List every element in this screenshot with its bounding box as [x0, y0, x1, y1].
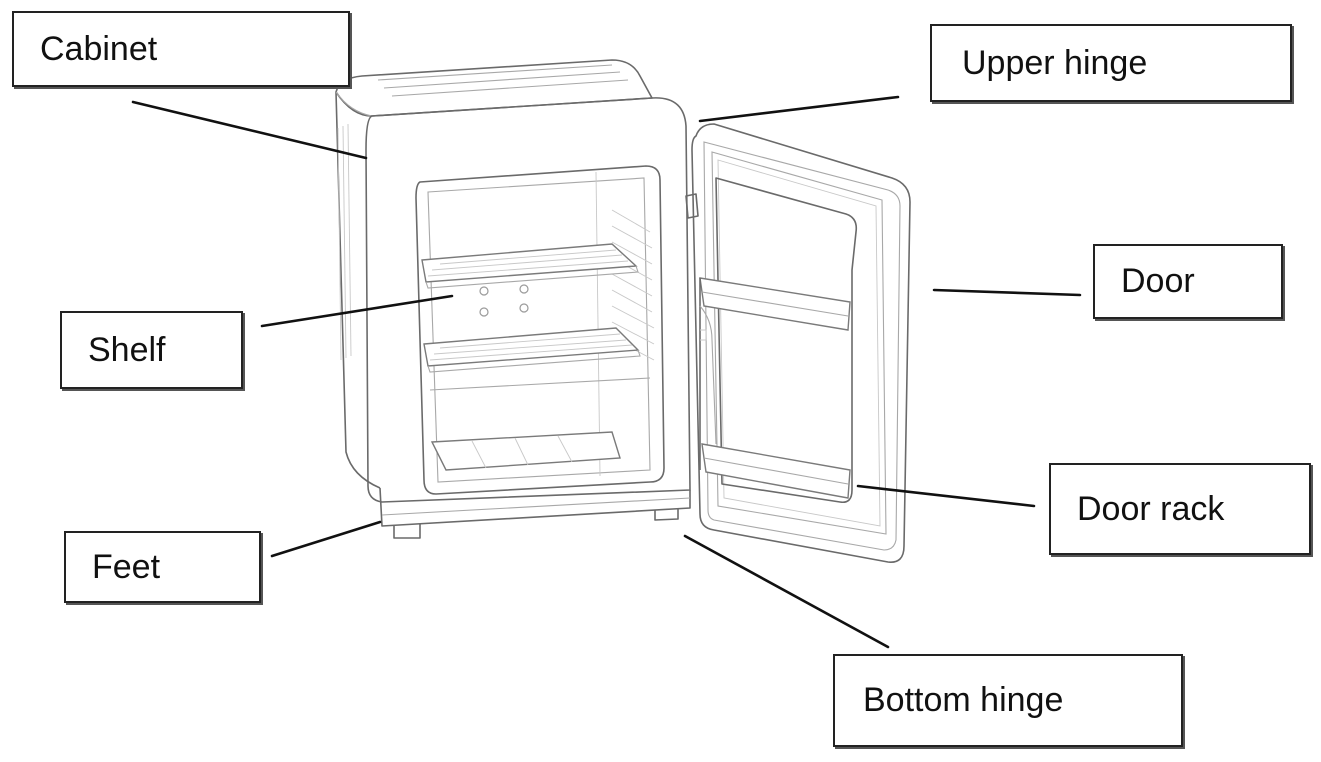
cabinet-drawing: [335, 59, 691, 539]
upper-hinge-leader: [698, 95, 900, 123]
bottom-hinge-label-box: Bottom hinge: [833, 654, 1183, 747]
upper-hinge-label: Upper hinge: [962, 43, 1148, 82]
cabinet-label: Cabinet: [40, 29, 158, 68]
bottom-hinge-leader: [683, 534, 890, 649]
door-drawing: [685, 123, 911, 563]
bottom-hinge-label: Bottom hinge: [863, 681, 1064, 719]
cabinet-leader: [131, 100, 368, 160]
upper-hinge-label-box: Upper hinge: [930, 24, 1292, 102]
feet-label: Feet: [92, 547, 161, 586]
shelf-leader: [260, 294, 454, 328]
door-label-box: Door: [1093, 244, 1283, 319]
feet-leader: [270, 520, 382, 558]
door-rack-leader: [856, 484, 1036, 508]
shelf-label: Shelf: [88, 330, 166, 369]
shelf-label-box: Shelf: [60, 311, 243, 389]
door-label: Door: [1121, 262, 1195, 300]
door-rack-label: Door rack: [1077, 489, 1225, 528]
door-rack-label-box: Door rack: [1049, 463, 1311, 555]
cabinet-label-box: Cabinet: [12, 11, 350, 87]
door-leader: [932, 288, 1082, 297]
feet-label-box: Feet: [64, 531, 261, 603]
